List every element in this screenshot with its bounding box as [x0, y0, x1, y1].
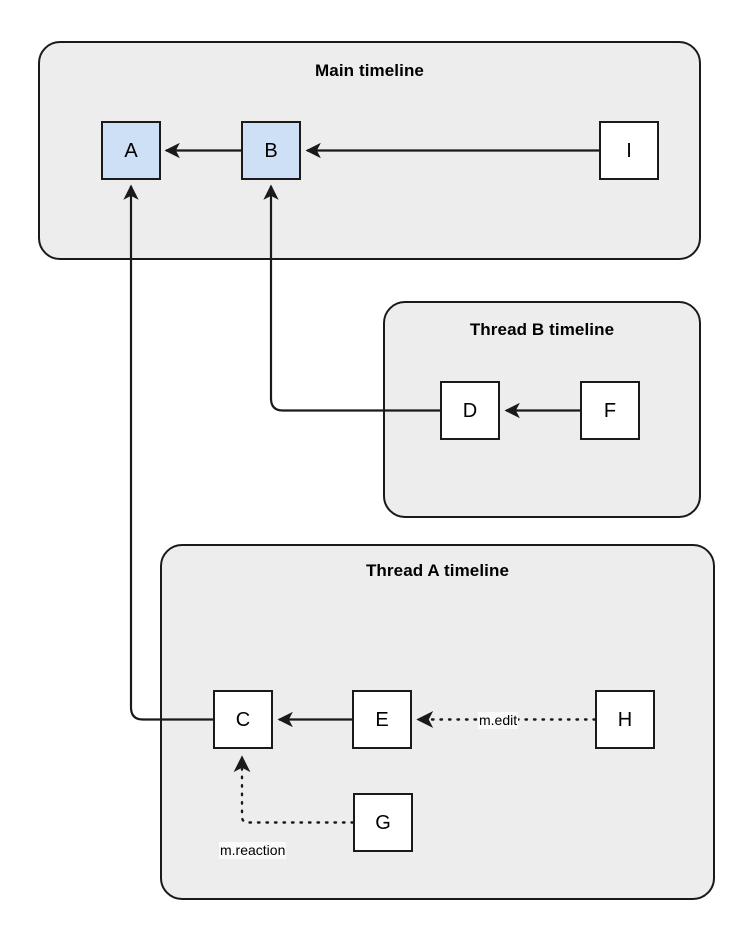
node-i[interactable]: I	[599, 121, 659, 180]
node-e[interactable]: E	[352, 690, 412, 749]
container-main-timeline-title: Main timeline	[315, 61, 424, 80]
node-f-label: F	[603, 399, 617, 422]
node-d-label: D	[462, 399, 478, 422]
edge-d-to-b	[263, 184, 440, 412]
node-g-label: G	[375, 811, 391, 834]
node-g[interactable]: G	[353, 793, 413, 852]
node-c[interactable]: C	[213, 690, 273, 749]
node-a-label: A	[124, 139, 138, 162]
container-thread-b-timeline-title: Thread B timeline	[469, 320, 615, 339]
container-thread-a-timeline-title: Thread A timeline	[365, 561, 510, 580]
node-i-label: I	[626, 139, 632, 162]
edge-label-m-reaction: m.reaction	[219, 842, 287, 859]
node-b[interactable]: B	[241, 121, 301, 180]
node-b-label: B	[264, 139, 278, 162]
node-d[interactable]: D	[440, 381, 500, 440]
node-c-label: C	[235, 708, 251, 731]
node-h[interactable]: H	[595, 690, 655, 749]
edge-g-to-c	[233, 755, 355, 824]
node-h-label: H	[617, 708, 633, 731]
node-f[interactable]: F	[580, 381, 640, 440]
edge-c-to-a	[123, 184, 213, 721]
edge-label-m-edit: m.edit	[478, 712, 519, 729]
node-e-label: E	[375, 708, 389, 731]
node-a[interactable]: A	[101, 121, 161, 180]
